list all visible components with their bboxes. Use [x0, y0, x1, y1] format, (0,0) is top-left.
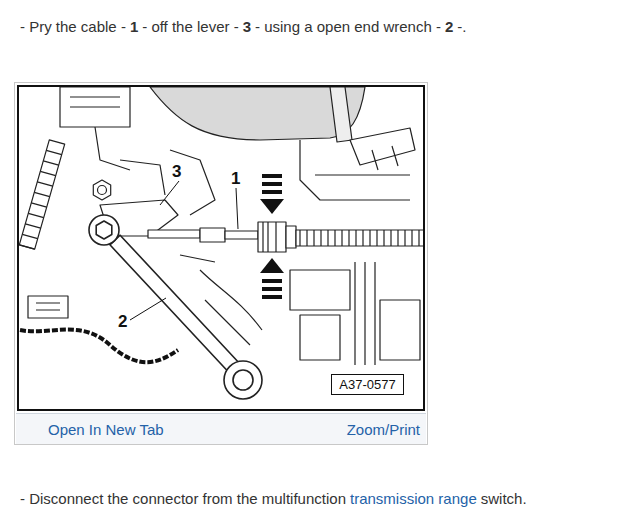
- transmission-drawing-part-part: [233, 370, 253, 390]
- transmission-drawing-part: [130, 298, 166, 320]
- transmission-drawing-part-part: [96, 221, 112, 239]
- transmission-drawing-part-part: [224, 361, 262, 399]
- callout-number: 3: [170, 163, 183, 181]
- instruction-text: -.: [457, 18, 466, 35]
- transmission-drawing-part: [300, 230, 419, 246]
- transmission-drawing-part: [286, 226, 296, 248]
- transmission-drawing-part: [260, 174, 284, 299]
- instruction-text: - using a open end wrench -: [255, 18, 441, 35]
- transmission-drawing-part: [380, 300, 420, 360]
- transmission-drawing-part-part: [262, 295, 282, 299]
- transmission-drawing: [19, 87, 423, 399]
- callout-number: 1: [130, 18, 138, 35]
- transmission-drawing-part: [20, 330, 178, 363]
- transmission-drawing-part-part: [260, 199, 284, 214]
- transmission-drawing-part: [300, 140, 410, 200]
- callout-number: 1: [229, 170, 242, 188]
- zoom-print-link: Zoom/Print: [347, 421, 420, 438]
- instruction-step: - Disconnect the connector from the mult…: [20, 490, 527, 507]
- transmission-drawing-part-part: [89, 215, 119, 245]
- transmission-drawing-part: [28, 296, 68, 318]
- instruction-text: - Disconnect the connector from the mult…: [20, 490, 346, 507]
- transmission-drawing-part-part: [262, 174, 282, 178]
- transmission-drawing-part-part: [262, 279, 282, 283]
- transmission-drawing-part: [19, 150, 61, 249]
- transmission-drawing-part: [120, 160, 165, 195]
- figure-code: A37-0577: [339, 377, 395, 392]
- transmission-drawing-part: [36, 303, 60, 310]
- transmission-drawing-part: [148, 230, 200, 238]
- instruction-text: - Pry the cable -: [20, 18, 126, 35]
- transmission-drawing-part: [180, 255, 262, 345]
- transmission-drawing-part: [160, 181, 179, 205]
- transmission-drawing-part-part: [110, 235, 243, 377]
- transmission-drawing-part: [355, 262, 375, 365]
- figure-code-box: A37-0577: [331, 374, 404, 395]
- transmission-drawing-part: [263, 222, 276, 252]
- transmission-drawing-part: [258, 222, 286, 252]
- transmission-drawing-part: [170, 150, 215, 215]
- link-text: transmission range: [350, 490, 477, 507]
- transmission-drawing-part-part: [260, 258, 284, 273]
- transmission-drawing-part: [200, 228, 225, 242]
- transmission-drawing-part: [93, 180, 110, 200]
- transmission-drawing-part: [296, 230, 423, 246]
- callout-number: 2: [445, 18, 453, 35]
- transmission-drawing-part: [300, 315, 340, 360]
- transmission-drawing-part: [350, 128, 415, 165]
- transmission-drawing-part-part: [262, 287, 282, 291]
- figure-frame: [18, 86, 424, 410]
- callout-number: 3: [243, 18, 251, 35]
- transmission-drawing-part: [89, 215, 262, 399]
- instruction-step: - Pry the cable -1- off the lever - 3- us…: [20, 18, 466, 35]
- transmission-drawing-part: [290, 270, 350, 310]
- transmission-drawing-part-part: [262, 182, 282, 186]
- figure-panel: [15, 83, 428, 445]
- transmission-drawing-part: [98, 186, 107, 195]
- transmission-drawing-part: [372, 146, 398, 170]
- figure-toolbar: Open In New Tab Zoom/Print: [16, 413, 426, 444]
- instruction-text: switch.: [481, 490, 527, 507]
- transmission-drawing-part: [330, 87, 352, 142]
- callout-number: 2: [116, 313, 129, 331]
- open-tab-link: Open In New Tab: [48, 421, 164, 438]
- transmission-drawing-part-part: [262, 190, 282, 194]
- transmission-drawing-part: [225, 231, 258, 239]
- instruction-text: - off the lever -: [142, 18, 238, 35]
- transmission-drawing-part: [19, 140, 64, 249]
- transmission-drawing-part: [70, 97, 130, 170]
- transmission-drawing-part: [236, 188, 238, 229]
